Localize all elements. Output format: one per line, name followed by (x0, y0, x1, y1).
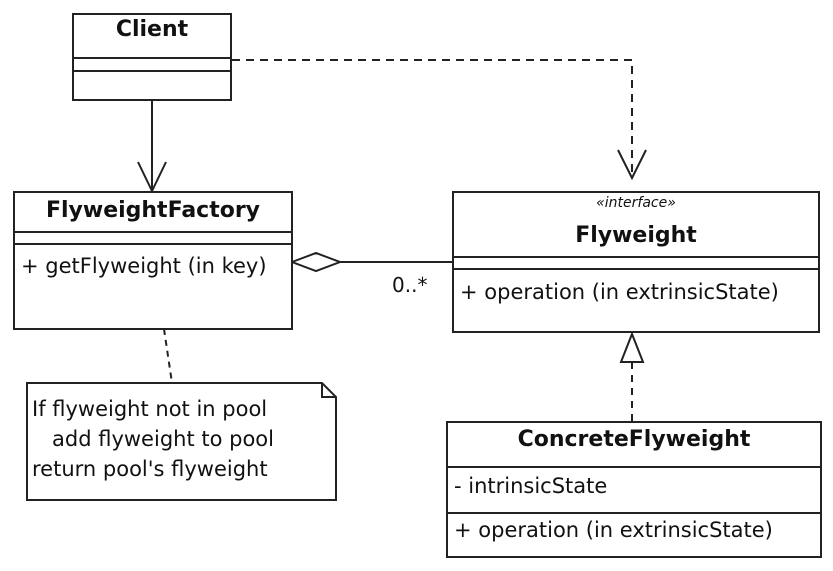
interface-flyweight: «interface» Flyweight + operation (in ex… (452, 191, 820, 333)
concrete-flyweight-attribute: - intrinsicState (454, 474, 608, 498)
class-client-name: Client (115, 17, 189, 42)
note-anchor (163, 328, 173, 384)
note-line-1: If flyweight not in pool (32, 397, 268, 421)
class-concrete-flyweight: ConcreteFlyweight - intrinsicState + ope… (446, 421, 822, 558)
class-concrete-flyweight-divider-1 (448, 466, 820, 468)
class-client-divider-1 (74, 57, 230, 59)
client-flyweight-dependency (232, 59, 633, 178)
interface-flyweight-name: Flyweight (575, 223, 697, 248)
realization-triangle (619, 331, 645, 363)
interface-flyweight-divider-1 (454, 256, 818, 258)
class-concrete-flyweight-name: ConcreteFlyweight (517, 427, 751, 452)
association-multiplicity: 0..* (392, 273, 428, 297)
flyweight-operation: + operation (in extrinsicState) (460, 280, 779, 304)
note-shape (26, 382, 337, 501)
class-flyweight-factory: FlyweightFactory + getFlyweight (in key) (13, 191, 293, 330)
class-flyweight-factory-name: FlyweightFactory (45, 198, 261, 223)
class-flyweight-factory-divider-2 (15, 243, 291, 245)
flyweight-factory-operation: + getFlyweight (in key) (21, 254, 267, 278)
note-fold (321, 383, 336, 398)
note-line-3: return pool's flyweight (32, 457, 268, 481)
class-flyweight-factory-divider-1 (15, 231, 291, 233)
class-concrete-flyweight-divider-2 (448, 512, 820, 514)
aggregation-diamond (289, 251, 343, 273)
class-client: Client (72, 13, 232, 101)
interface-flyweight-stereotype: «interface» (596, 195, 676, 211)
class-client-divider-2 (74, 70, 230, 72)
note-line-2: add flyweight to pool (32, 427, 274, 451)
client-flyweight-arrowhead (617, 149, 647, 181)
concrete-flyweight-operation: + operation (in extrinsicState) (454, 518, 773, 542)
interface-flyweight-divider-2 (454, 268, 818, 270)
